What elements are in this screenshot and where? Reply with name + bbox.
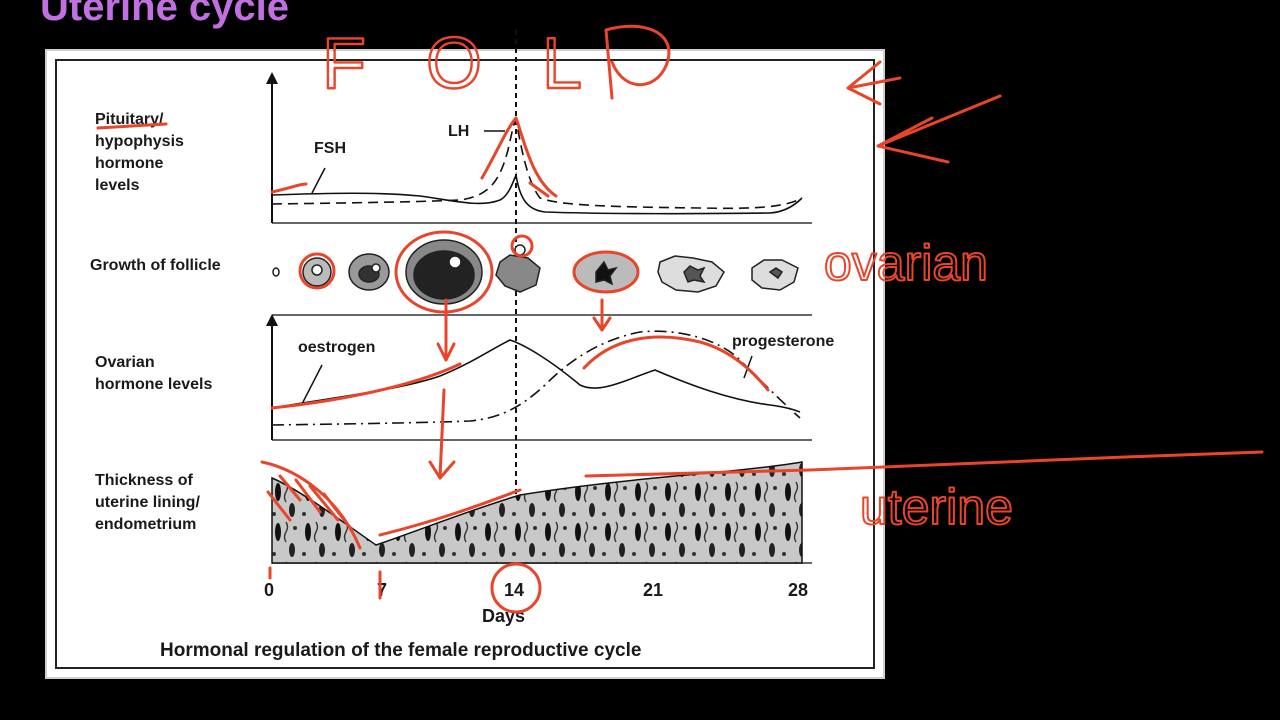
follicle-stage-3 [348,253,390,291]
endometrium-trace [378,488,522,537]
row-label-uterine: Thickness of uterine lining/ endometrium [95,472,204,533]
circle-day-14 [490,562,542,614]
handwriting-ovarian: ovarian [824,235,988,291]
fsh-label: FSH [314,140,346,157]
handwriting-p [604,24,671,100]
progesterone-label: progesterone [732,333,834,350]
figure-caption: Hormonal regulation of the female reprod… [160,640,641,661]
corpus-luteum-2 [657,255,725,293]
x-tick-14: 14 [504,580,524,600]
oestrogen-trace [270,362,462,410]
corpus-albicans [751,259,799,291]
fsh-pointer [311,167,326,194]
fsh-trace [270,182,308,194]
circle-corpus-luteum [572,250,640,294]
row-label-ovarian: Ovarian hormone levels [95,354,212,393]
row-label-follicle: Growth of follicle [90,257,221,274]
handwriting-uterine: uterine [860,479,1013,535]
arrow-2 [876,94,1002,164]
x-tick-28: 28 [788,580,808,600]
oestrogen-curve [271,339,801,413]
x-tick-7: 7 [377,580,387,600]
slide-title: Uterine cycle [40,0,289,29]
follicle-stage-4 [405,239,483,305]
x-tick-0: 0 [264,580,274,600]
y-axis-pituitary [266,72,278,223]
lh-peak-trace [480,116,558,198]
circle-follicle-4 [394,230,494,314]
follicle-stages [272,239,799,305]
x-tick-21: 21 [643,580,663,600]
arrow-1 [846,60,902,106]
y-axis-ovarian [266,314,278,440]
lh-label: LH [448,123,469,140]
arrow-down-1 [436,298,456,362]
lh-ink-stroke [528,181,550,198]
fsh-curve [271,172,803,215]
follicle-stage-2 [302,257,332,287]
follicle-stage-ovulation [495,244,541,293]
shedding-hatch [260,460,362,550]
arrow-down-3 [428,388,456,480]
progesterone-trace [582,335,770,392]
oestrogen-label: oestrogen [298,339,375,356]
oestrogen-pointer [301,364,323,405]
follicle-stage-1 [272,267,280,277]
circle-ovulation [510,234,534,258]
arrow-down-2 [592,298,612,332]
circle-follicle-1 [298,252,336,290]
underline-pituitary [96,122,168,130]
uterine-long-line [584,450,1264,478]
handwriting-fol: F O L [322,24,602,104]
progesterone-curve [271,330,801,426]
ink-annotations: F O L ovarian uterine [96,23,1264,614]
